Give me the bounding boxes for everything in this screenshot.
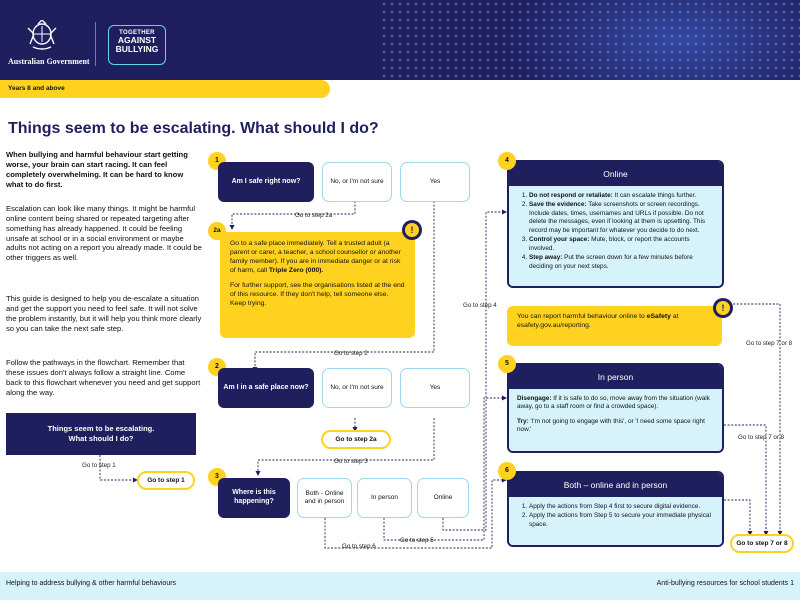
step-1-option-yes[interactable]: Yes (400, 162, 470, 202)
government-name: Australian Government (8, 57, 90, 66)
step-5-disengage-label: Disengage: (517, 395, 552, 402)
step-3-question: Where is this happening? (218, 478, 290, 518)
step-2a-warning-icon: ! (402, 220, 422, 240)
step-4-item-label: Do not respond or retaliate: (529, 192, 613, 199)
esafety-warning-icon: ! (713, 298, 733, 318)
goto-step-5-label: Go to step 5 (400, 537, 434, 544)
step-4-item-label: Step away: (529, 254, 563, 262)
step-2-option-yes[interactable]: Yes (400, 368, 470, 408)
step-4-item: Control your space: Mute, block, or repo… (529, 236, 714, 253)
header-divider (95, 22, 96, 66)
intro-paragraph-1: Escalation can look like many things. It… (6, 204, 202, 263)
step-4-number: 4 (498, 152, 516, 170)
escalating-box: Things seem to be escalating. What shoul… (6, 413, 196, 455)
step-4-item-label: Control your space: (529, 236, 590, 244)
footer-right-text: Anti-bullying resources for school stude… (656, 580, 794, 587)
step-1-question: Am I safe right now? (218, 162, 314, 202)
goto-step-3-label: Go to step 3 (334, 458, 368, 465)
intro-paragraph-3: Follow the pathways in the flowchart. Re… (6, 358, 201, 397)
step-6-item: Apply the actions from Step 5 to secure … (529, 512, 714, 529)
step-4-item: Save the evidence: Take screenshots or s… (529, 201, 714, 235)
step-4-item-text: Take screenshots or screen recordings. I… (529, 201, 706, 234)
goto-step-1-button[interactable]: Go to step 1 (137, 471, 195, 490)
goto-step-2-label: Go to step 2 (334, 350, 368, 357)
step-1-option-no[interactable]: No, or I'm not sure (322, 162, 392, 202)
logo-line-2: AGAINST (117, 35, 157, 46)
step-4-item: Do not respond or retaliate: It can esca… (529, 192, 714, 200)
step-6-body: Apply the actions from Step 4 first to s… (509, 497, 722, 545)
step-6-number: 6 (498, 462, 516, 480)
step-2a-paragraph-1: Go to a safe place immediately. Tell a t… (230, 240, 405, 276)
triple-zero-number: Triple Zero (000). (268, 266, 324, 274)
step-6-title: Both – online and in person (509, 473, 722, 497)
coat-of-arms-icon (27, 20, 57, 50)
esafety-text-c: at esafety.gov.au/reporting. (517, 313, 679, 329)
header-banner: Australian Government TOGETHER AGAINST B… (0, 0, 800, 80)
goto-step-6-label: Go to step 6 (342, 543, 376, 550)
step-3-option-both[interactable]: Both - Online and in person (297, 478, 352, 518)
step-2a-number: 2a (208, 222, 226, 240)
goto-step-7-8-label-b: Go to step 7 or 8 (738, 434, 785, 441)
footer: Helping to address bullying & other harm… (0, 572, 800, 600)
step-5-paragraph-1: Disengage: If it is safe to do so, move … (517, 395, 714, 412)
esafety-text-a: You can report harmful behaviour online … (517, 313, 647, 320)
years-badge: Years 8 and above (0, 80, 330, 98)
step-4-title: Online (509, 162, 722, 186)
step-4-card: Online Do not respond or retaliate: It c… (507, 160, 724, 288)
step-6-card: Both – online and in person Apply the ac… (507, 471, 724, 547)
step-5-paragraph-2: Try: 'I'm not going to engage with this'… (517, 418, 714, 435)
step-6-item: Apply the actions from Step 4 first to s… (529, 503, 714, 511)
step-4-item-text: Put the screen down for a few minutes be… (529, 254, 693, 270)
step-5-try-label: Try: (517, 417, 529, 425)
step-4-item-label: Save the evidence: (529, 201, 587, 209)
step-3-option-in-person[interactable]: In person (357, 478, 412, 518)
step-4-item: Step away: Put the screen down for a few… (529, 254, 714, 271)
intro-paragraph-2: This guide is designed to help you de-es… (6, 294, 202, 333)
goto-step-7-8-label-a: Go to step 7 or 8 (746, 340, 793, 347)
esafety-box: You can report harmful behaviour online … (507, 306, 722, 346)
together-against-bullying-logo: TOGETHER AGAINST BULLYING (108, 25, 166, 65)
escalating-box-line-2: What should I do? (68, 433, 134, 443)
goto-step-1-label: Go to step 1 (82, 462, 116, 469)
intro-bold: When bullying and harmful behaviour star… (6, 150, 188, 189)
logo-line-1: TOGETHER (119, 30, 155, 36)
step-3-option-online[interactable]: Online (417, 478, 469, 518)
step-5-card: In person Disengage: If it is safe to do… (507, 363, 724, 453)
step-5-number: 5 (498, 355, 516, 373)
step-5-disengage-text: If it is safe to do so, move away from t… (517, 395, 710, 411)
step-4-item-text: It can escalate things further. (612, 192, 697, 199)
step-4-body: Do not respond or retaliate: It can esca… (509, 186, 722, 286)
escalating-box-line-1: Things seem to be escalating. (47, 424, 155, 433)
step-2a-box: Go to a safe place immediately. Tell a t… (220, 232, 415, 338)
page-title: Things seem to be escalating. What shoul… (8, 120, 379, 137)
step-5-try-text: 'I'm not going to engage with this', or … (517, 417, 705, 434)
goto-step-2a-label: Go to step 2a (295, 212, 333, 219)
step-4-item-text: Mute, block, or report the accounts invo… (529, 236, 690, 252)
logo-line-3: BULLYING (115, 44, 159, 55)
goto-step-2a-button[interactable]: Go to step 2a (321, 430, 391, 449)
step-2-option-no[interactable]: No, or I'm not sure (322, 368, 392, 408)
step-5-title: In person (509, 365, 722, 389)
footer-left-text: Helping to address bullying & other harm… (6, 580, 177, 587)
header-dot-pattern (380, 0, 800, 80)
step-6-list: Apply the actions from Step 4 first to s… (517, 503, 714, 529)
step-2-question: Am I in a safe place now? (218, 368, 314, 408)
step-4-list: Do not respond or retaliate: It can esca… (517, 192, 714, 271)
step-2a-text: Go to a safe place immediately. Tell a t… (230, 240, 401, 274)
step-5-body: Disengage: If it is safe to do so, move … (509, 389, 722, 451)
goto-step-4-label: Go to step 4 (463, 302, 497, 309)
esafety-name: eSafety (646, 313, 671, 320)
goto-step-7-8-button[interactable]: Go to step 7 or 8 (730, 534, 794, 553)
step-2a-paragraph-2: For further support, see the organisatio… (230, 281, 405, 307)
